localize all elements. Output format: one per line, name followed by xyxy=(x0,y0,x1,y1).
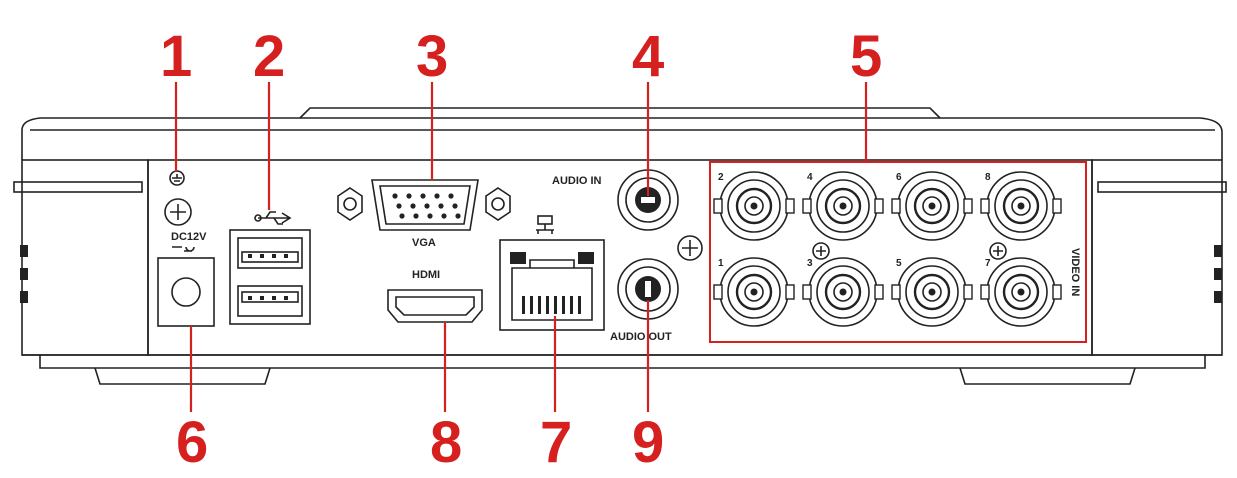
bnc-connector: 8 xyxy=(980,171,1062,241)
bnc-connector: 6 xyxy=(891,171,973,241)
dc-label: DC12V xyxy=(171,231,207,243)
callout-numbers: 1 2 3 4 5 6 8 7 9 xyxy=(160,24,882,475)
audio-in-jack: AUDIO IN xyxy=(552,169,679,231)
bnc-connector: 1 xyxy=(713,257,795,327)
video-in-label: VIDEO IN xyxy=(1069,248,1081,296)
audio-in-label: AUDIO IN xyxy=(552,175,602,187)
bnc-channel-number: 2 xyxy=(718,172,724,183)
ground-symbol-audio xyxy=(677,235,703,261)
bnc-connector: 2 xyxy=(713,171,795,241)
ethernet-port xyxy=(499,215,605,331)
callout-number: 7 xyxy=(540,410,572,475)
bnc-channel-number: 8 xyxy=(985,172,991,183)
usb-port-lower xyxy=(237,285,303,317)
callout-number: 1 xyxy=(160,24,192,89)
callout-number: 3 xyxy=(416,24,448,89)
bnc-channel-number: 3 xyxy=(807,258,813,269)
usb-port-upper xyxy=(237,237,303,269)
bnc-channel-number: 7 xyxy=(985,258,991,269)
bnc-connector: 5 xyxy=(891,257,973,327)
usb-ports xyxy=(229,211,311,325)
bnc-channel-number: 4 xyxy=(807,172,813,183)
video-in-bnc-group: 2 4 6 8 1 3 5 7 VIDEO IN xyxy=(709,161,1087,343)
hdmi-label: HDMI xyxy=(412,269,440,281)
bnc-connector: 3 xyxy=(802,257,884,327)
bnc-connector: 7 xyxy=(980,257,1062,327)
vga-label: VGA xyxy=(412,237,436,249)
callout-number: 6 xyxy=(176,410,208,475)
ground-screw xyxy=(164,170,192,226)
callout-number: 9 xyxy=(632,410,664,475)
dc-power-jack: DC12V xyxy=(157,231,215,327)
callout-number: 2 xyxy=(253,24,285,89)
device-chassis xyxy=(13,107,1227,385)
callout-number: 8 xyxy=(430,410,462,475)
callout-number: 4 xyxy=(632,24,664,89)
callout-leaders xyxy=(174,82,868,412)
bnc-channel-number: 1 xyxy=(718,258,724,269)
audio-out-jack: AUDIO OUT xyxy=(610,258,679,343)
vga-port: VGA xyxy=(337,179,511,249)
bnc-channel-number: 6 xyxy=(896,172,902,183)
bnc-channel-number: 5 xyxy=(896,258,902,269)
bnc-connector: 4 xyxy=(802,171,884,241)
hdmi-port: HDMI xyxy=(387,269,483,323)
audio-out-label: AUDIO OUT xyxy=(610,331,672,343)
bnc-connectors: 2 4 6 8 1 3 5 7 xyxy=(713,171,1062,327)
callout-number: 5 xyxy=(850,24,882,89)
